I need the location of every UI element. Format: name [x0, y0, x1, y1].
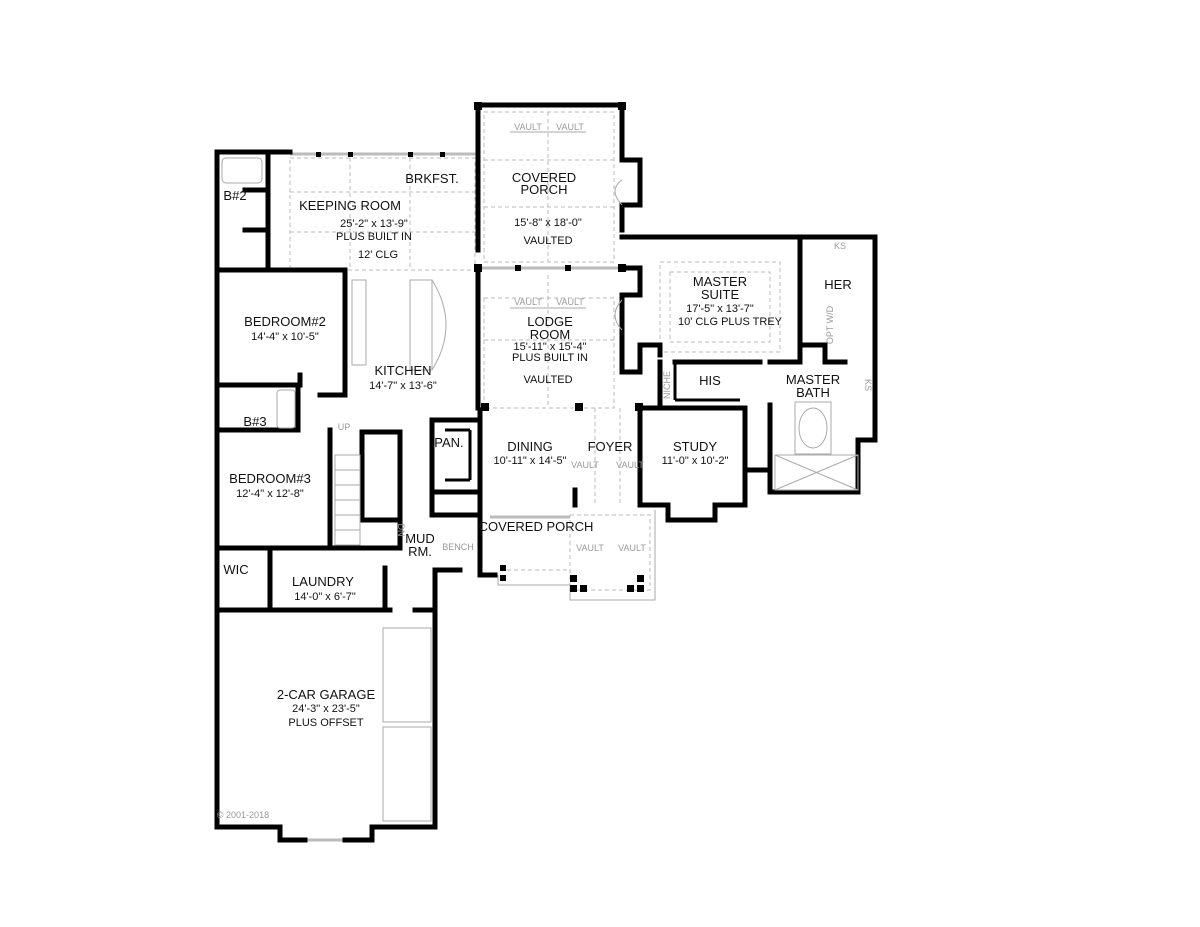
foyer-vault-left: VAULT — [571, 460, 599, 470]
dining-dim: 10'-11" x 14'-5" — [494, 455, 567, 467]
garage-note: PLUS OFFSET — [288, 717, 363, 729]
b3-label: B#3 — [243, 414, 266, 429]
her-ks-label: KS — [834, 241, 846, 251]
her-closet-label: HER — [824, 277, 851, 292]
keeping-room-dim: 25'-2" x 13'-9" — [340, 218, 408, 230]
bedroom3-dim: 12'-4" x 12'-8" — [236, 488, 304, 500]
rear-porch-vault-left: VAULT — [514, 122, 542, 132]
keeping-room-clg: 12' CLG — [358, 249, 398, 261]
posts — [316, 102, 644, 592]
keeping-room-note: PLUS BUILT IN — [336, 231, 412, 243]
rear-porch-vault-right: VAULT — [556, 122, 584, 132]
rear-porch-note: VAULTED — [523, 235, 572, 247]
foyer-vault-right: VAULT — [616, 460, 644, 470]
his-closet-label: HIS — [699, 373, 721, 388]
stairs-down-label: DN — [396, 524, 406, 537]
garage-dim: 24'-3" x 23'-5" — [292, 703, 360, 715]
ceiling-lines — [289, 111, 781, 591]
master-bath-ks-label: KS — [863, 379, 873, 391]
front-porch-vault-left: VAULT — [576, 543, 604, 553]
master-suite-label: MASTER — [693, 274, 747, 289]
master-suite-label-2: SUITE — [701, 287, 740, 302]
lodge-room-dim: 15'-11" x 15'-4" — [514, 341, 587, 353]
garage-label: 2-CAR GARAGE — [277, 687, 376, 702]
b2-label: B#2 — [223, 188, 246, 203]
kitchen-dim: 14'-7" x 13'-6" — [369, 380, 437, 392]
bench-label: BENCH — [442, 542, 474, 552]
bedroom3-label: BEDROOM#3 — [229, 471, 311, 486]
opt-wd-label: OPT W/D — [825, 305, 835, 344]
lodge-room-label: LODGE — [527, 314, 573, 329]
lodge-vault-right: VAULT — [556, 297, 584, 307]
foyer-label: FOYER — [588, 439, 633, 454]
master-suite-note: 10' CLG PLUS TREY — [678, 316, 783, 328]
lodge-room-label-2: ROOM — [530, 327, 570, 342]
master-bath-label: MASTER — [786, 372, 840, 387]
lodge-vault-left: VAULT — [514, 297, 542, 307]
rear-porch-label: COVERED — [512, 170, 576, 185]
fixtures — [221, 131, 859, 822]
study-label: STUDY — [673, 439, 717, 454]
kitchen-label: KITCHEN — [374, 363, 431, 378]
keeping-room-label: KEEPING ROOM — [299, 198, 401, 213]
bedroom2-dim: 14'-4" x 10'-5" — [251, 331, 319, 343]
master-suite-dim: 17'-5" x 13'-7" — [686, 303, 754, 315]
pantry-label: PAN. — [434, 435, 463, 450]
walls — [214, 102, 878, 843]
mud-room-label-2: RM. — [408, 544, 432, 559]
laundry-dim: 14'-0" x 6'-7" — [294, 591, 356, 603]
breakfast-label: BRKFST. — [405, 171, 458, 186]
bedroom2-label: BEDROOM#2 — [244, 314, 326, 329]
rear-porch-dim: 15'-8" x 18'-0" — [514, 217, 582, 229]
wic-label: WIC — [223, 562, 248, 577]
lodge-room-note: PLUS BUILT IN — [512, 352, 588, 364]
front-porch-vault-right: VAULT — [618, 543, 646, 553]
room-labels: KEEPING ROOM 25'-2" x 13'-9" PLUS BUILT … — [217, 122, 873, 820]
front-porch-label: COVERED PORCH — [479, 519, 594, 534]
rear-porch-label-2: PORCH — [521, 182, 568, 197]
study-dim: 11'-0" x 10'-2" — [662, 455, 729, 467]
lodge-room-vaulted: VAULTED — [523, 374, 572, 386]
mud-room-label: MUD — [405, 531, 435, 546]
copyright-text: © 2001-2018 — [217, 810, 269, 820]
master-bath-label-2: BATH — [796, 385, 830, 400]
laundry-label: LAUNDRY — [292, 574, 354, 589]
dining-label: DINING — [507, 439, 553, 454]
niche-label: NICHE — [662, 371, 672, 399]
stairs-up-label: UP — [338, 422, 351, 432]
